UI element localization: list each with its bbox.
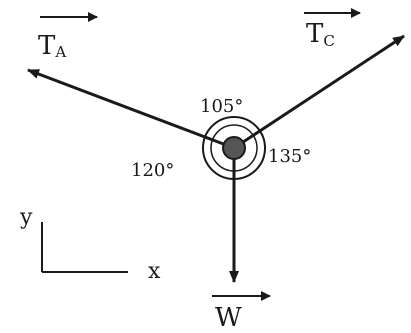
svg-text:TA: TA xyxy=(38,31,66,61)
w-letter: W xyxy=(215,303,242,333)
label-tc: TC xyxy=(304,8,361,50)
angle-label-left: 120° xyxy=(131,160,174,181)
svg-text:TC: TC xyxy=(306,19,335,50)
tc-subscript: C xyxy=(323,32,334,50)
angle-label-right: 135° xyxy=(268,146,311,167)
y-axis-label: y xyxy=(19,205,33,230)
angle-label-top: 105° xyxy=(200,96,243,117)
label-ta: TA xyxy=(38,12,98,61)
vector-ta-arrow xyxy=(27,68,235,150)
angle-circle-outer xyxy=(202,116,266,180)
coordinate-axes: y x xyxy=(19,205,161,284)
label-w: W xyxy=(212,291,271,333)
ta-subscript: A xyxy=(54,43,66,61)
tc-letter: T xyxy=(306,19,324,49)
ta-letter: T xyxy=(38,31,56,61)
x-axis-label: x xyxy=(148,259,161,284)
angle-circle-inner xyxy=(210,124,258,172)
vector-tc-arrow xyxy=(233,34,405,150)
particle-node xyxy=(222,136,246,160)
